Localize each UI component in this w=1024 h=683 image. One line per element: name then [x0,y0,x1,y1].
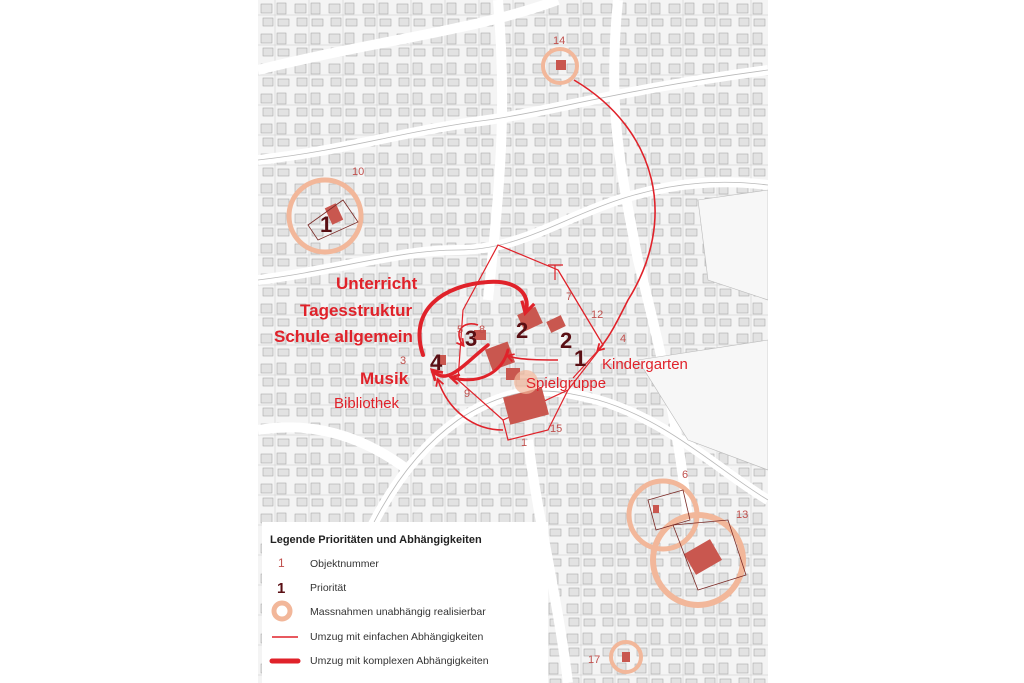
label-kindergarten: Kindergarten [602,356,688,373]
spielgruppe-marker [514,370,538,394]
objnum-17: 17 [588,654,600,666]
ring-object-13 [650,512,746,608]
legend-item-complex: Umzug mit komplexen Abhängigkeiten [310,655,489,667]
function-labels: Unterricht Tagesstruktur Schule allgemei… [274,274,688,412]
objnum-14: 14 [553,35,565,47]
label-tagesstruktur: Tagesstruktur [300,301,412,320]
open-field [637,339,768,471]
priority-2a: 2 [516,318,528,343]
objnum-1: 1 [521,437,527,449]
objnum-8: 8 [479,324,485,336]
legend-item-priority: Priorität [310,582,346,594]
legend: Legende Prioritäten und Abhängigkeiten 1… [262,522,548,683]
priority-4: 4 [430,350,443,375]
objnum-3: 3 [400,355,406,367]
legend-title: Legende Prioritäten und Abhängigkeiten [270,534,482,546]
legend-symbol-object-number: 1 [278,556,285,570]
label-schule-allgemein: Schule allgemein [274,327,413,346]
priorities: 1 3 2 2 1 4 [320,212,586,375]
legend-ring-icon [271,600,293,622]
objnum-5: 5 [457,324,463,336]
objnum-7: 7 [566,291,572,303]
object-numbers: 14 10 7 12 4 3 5 8 9 1 15 6 13 17 [352,35,748,666]
ring-object-17 [609,640,643,674]
map-canvas: 14 10 7 12 4 3 5 8 9 1 15 6 13 17 1 3 2 … [258,0,768,683]
ring-object-14 [541,47,579,85]
objnum-13: 13 [736,509,748,521]
objnum-9: 9 [464,388,470,400]
label-unterricht: Unterricht [336,274,418,293]
objnum-6: 6 [682,469,688,481]
priority-2b: 2 [560,328,572,353]
site-plan-map: 14 10 7 12 4 3 5 8 9 1 15 6 13 17 1 3 2 … [258,0,768,683]
priority-object-10: 1 [320,212,332,237]
simple-moves [435,79,656,431]
ring-object-10 [286,177,364,255]
object-parcels [307,199,747,591]
legend-panel [262,522,548,683]
legend-symbol-priority: 1 [277,580,285,597]
label-bibliothek: Bibliothek [334,395,400,412]
objnum-12: 12 [591,309,603,321]
label-musik: Musik [360,369,409,388]
legend-item-independent: Massnahmen unabhängig realisierbar [310,606,486,618]
objnum-4: 4 [620,333,626,345]
priority-1: 1 [574,346,586,371]
label-spielgruppe: Spielgruppe [526,375,606,392]
objnum-10: 10 [352,166,364,178]
legend-item-simple: Umzug mit einfachen Abhängigkeiten [310,631,484,643]
independent-rings [286,47,746,674]
legend-item-object-number: Objektnummer [310,558,379,570]
priority-3: 3 [465,326,477,351]
open-field-2 [697,189,768,301]
objnum-15: 15 [550,423,562,435]
